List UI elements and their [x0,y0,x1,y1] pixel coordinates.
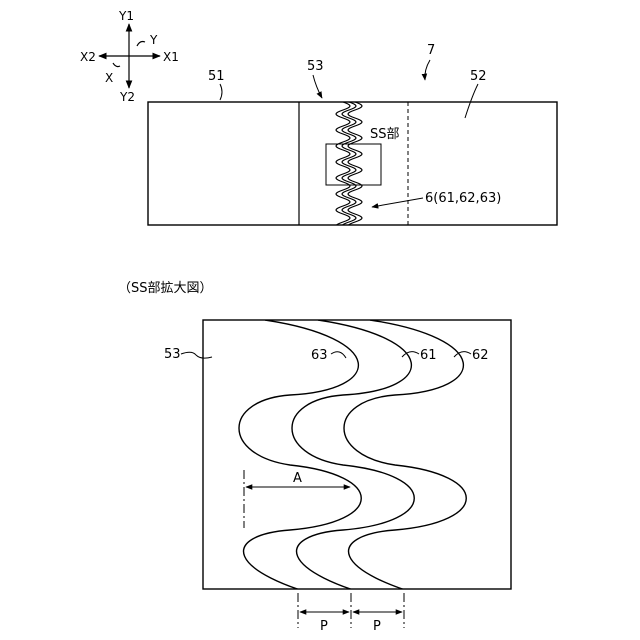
dim-a-label: A [293,471,302,486]
dim-p2-label: P [373,619,381,634]
dim-p-extensions [298,593,404,628]
ref-53-top-label: 53 [307,59,324,74]
ref-53-top-leader [313,75,322,98]
ss-region-box [326,144,381,185]
wire-6-leader [372,198,423,207]
ref-51-label: 51 [208,69,225,84]
ref-62-label: 62 [472,348,489,363]
axis-x2-label: X2 [80,50,96,64]
ref-53-bottom-leader [181,352,212,358]
dim-p1-label: P [320,619,328,634]
ss-region-label: SS部 [370,127,400,142]
ref-51-leader [220,84,222,100]
axis-y-label: Y [149,33,158,47]
wire-61-right [344,320,466,600]
ref-61-label: 61 [420,348,437,363]
axis-x-label: X [105,71,113,85]
ref-7-label: 7 [427,43,435,58]
axis-y1-label: Y1 [118,9,134,23]
ref-7-leader [425,60,430,80]
stitch-waves-small [336,102,362,225]
ref-52-label: 52 [470,69,487,84]
ref-61-leader [402,352,419,357]
ref-62-leader [454,352,471,357]
wire-6-label: 6(61,62,63) [425,191,501,206]
axis-y2-label: Y2 [119,90,135,104]
enlarged-title: （SS部拡大図） [118,281,213,296]
axis-x1-label: X1 [163,50,179,64]
ref-63-leader [331,352,346,358]
ref-52-leader [465,84,478,118]
ref-63-label: 63 [311,348,328,363]
wire-63-left [239,320,361,600]
ref-53-bottom-label: 53 [164,347,181,362]
